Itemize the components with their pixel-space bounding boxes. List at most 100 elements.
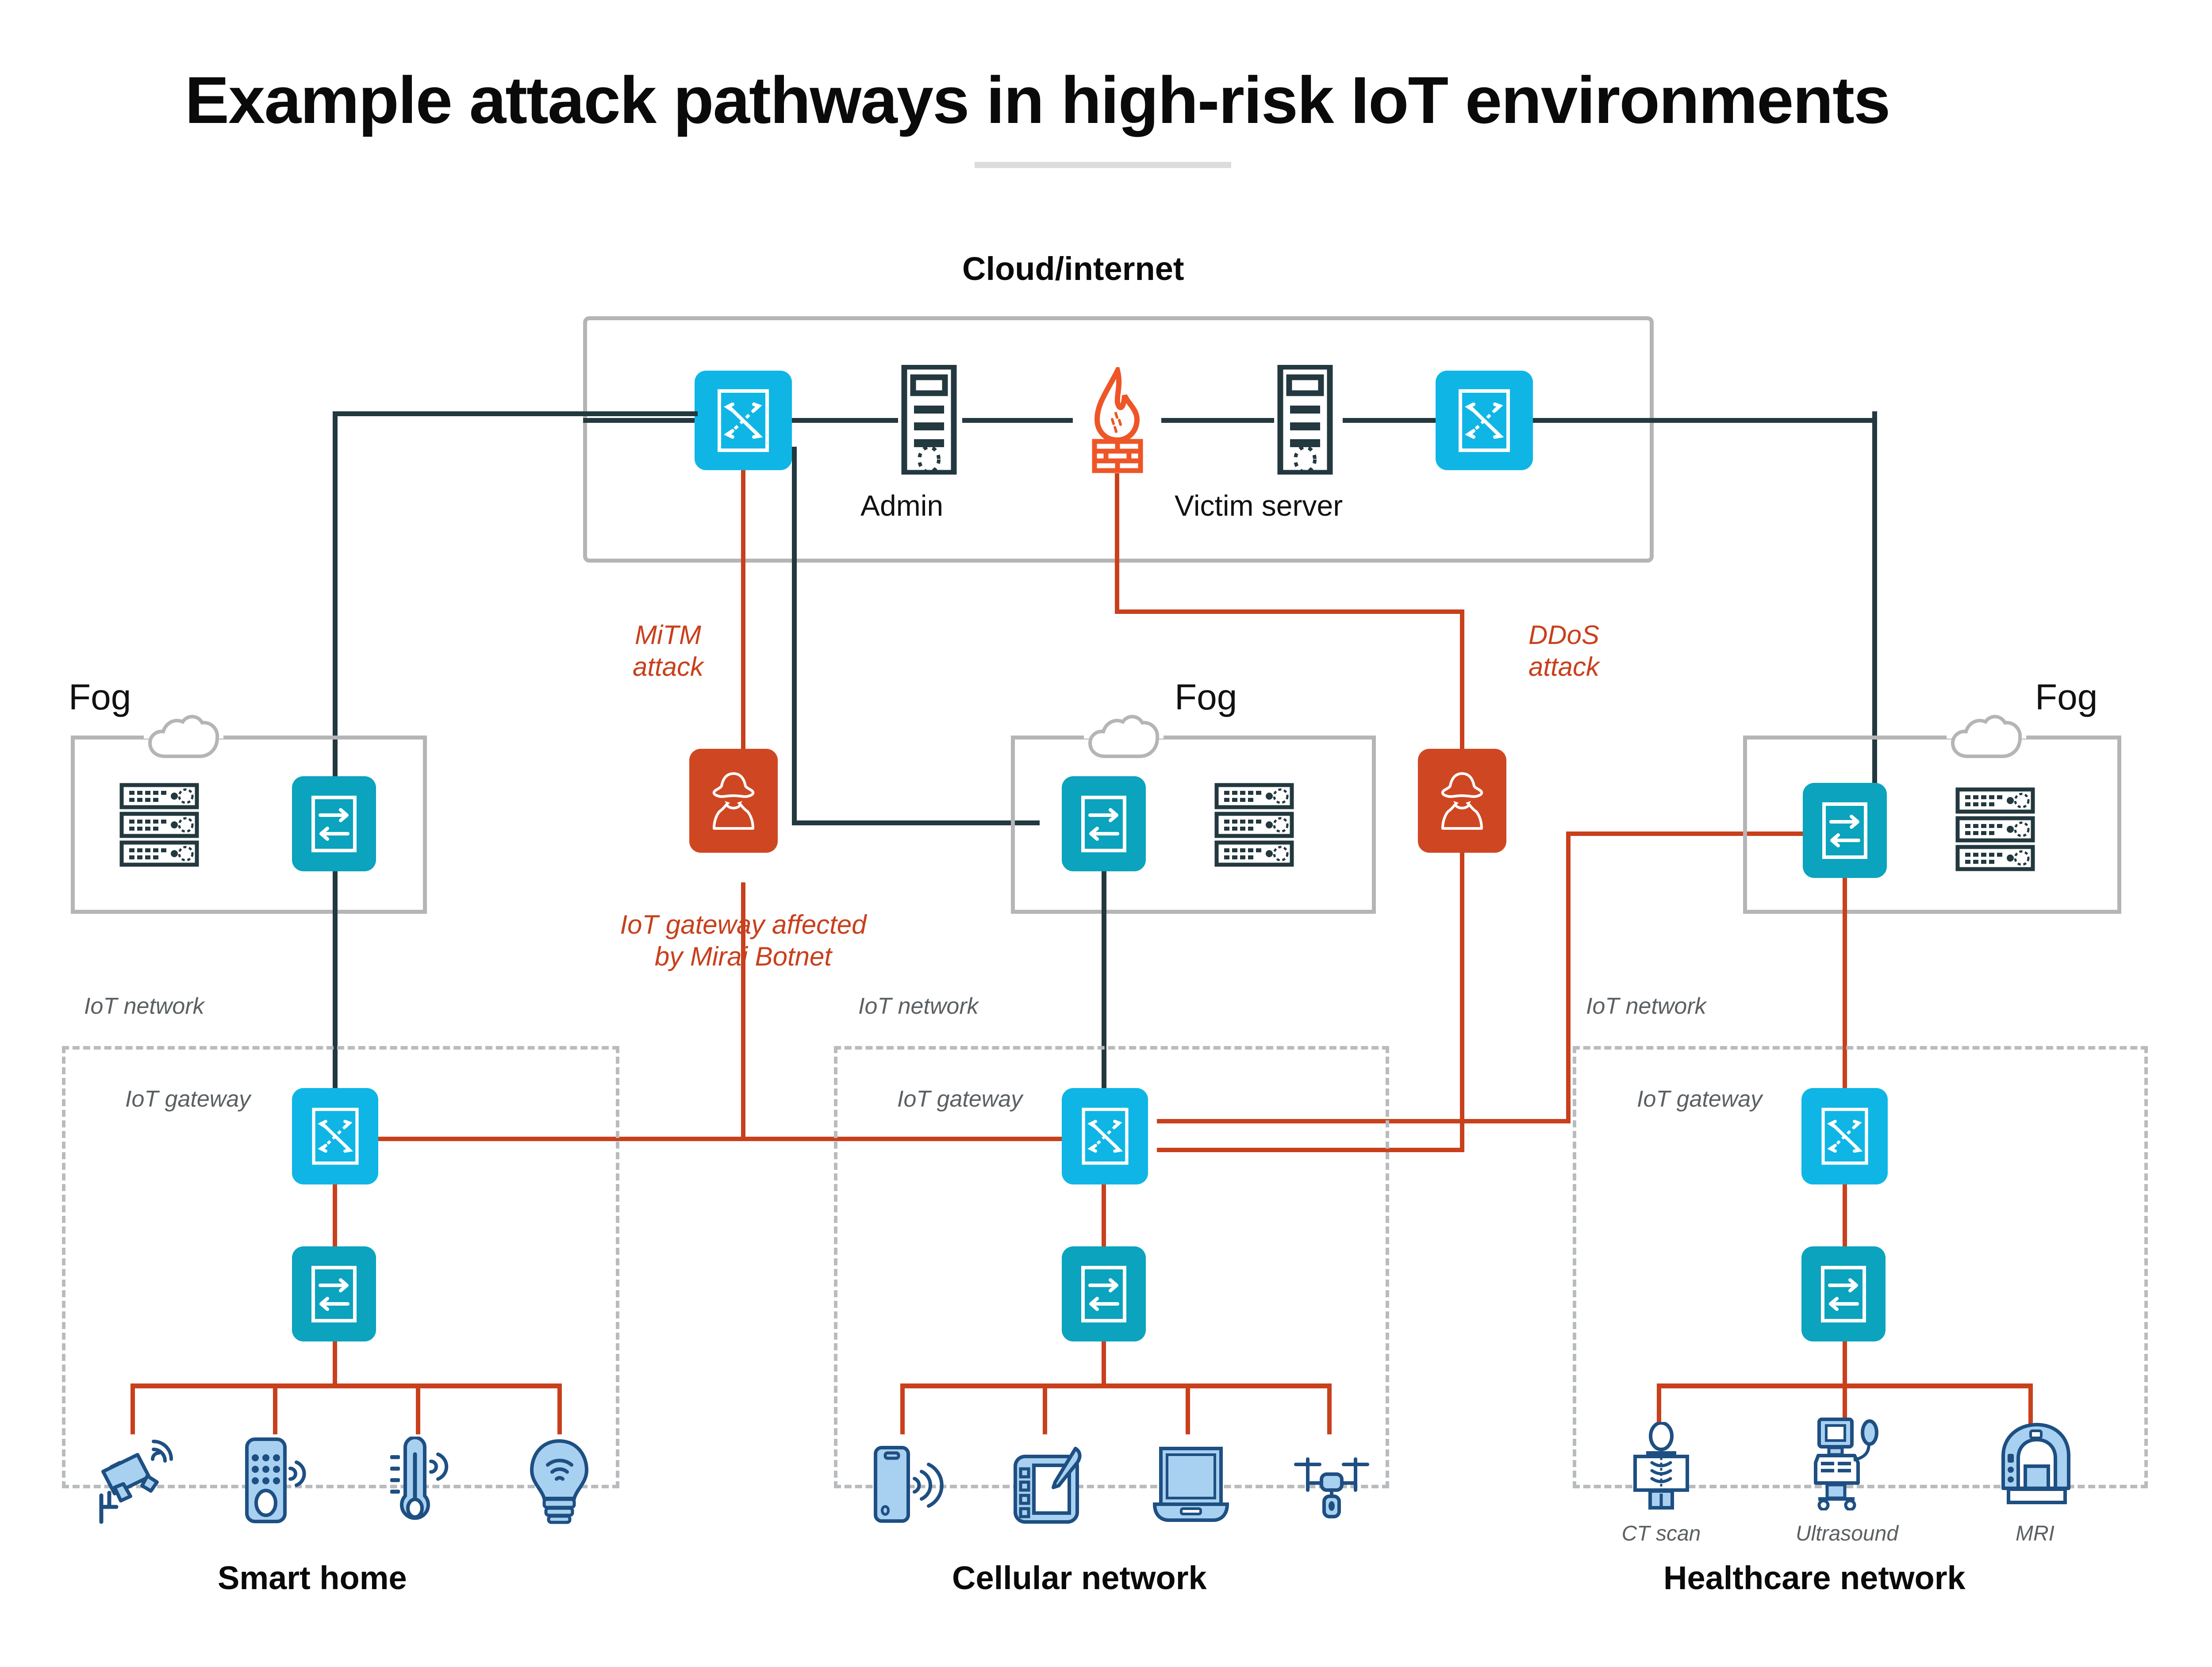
smartphone-icon [874,1446,944,1523]
iot-boundary-healthcare [1573,1046,2148,1488]
mitm-line2: attack [632,652,704,682]
device-drone[interactable] [1290,1453,1374,1524]
fog-cloud-icon-healthcare [1947,715,2026,758]
ultrasound-icon [1814,1418,1878,1511]
firewall-flame-icon [1092,363,1143,473]
link-fog-to-gateway-cell [1102,871,1106,1090]
iot-gateway-cellular[interactable] [1062,1088,1148,1184]
server-rack-icon [119,783,199,867]
fog-title-smart-home: Fog [69,677,131,717]
cloud-firewall[interactable] [1075,363,1159,473]
footer-cellular: Cellular network [952,1560,1207,1596]
cloud-admin-server[interactable] [898,364,960,476]
mitm-line1: MiTM [635,620,701,650]
mirai-to-gateways [359,1137,1063,1141]
ddos-horizontal [1115,609,1464,614]
branch-sh-1 [131,1383,135,1434]
mitm-attacker[interactable] [689,749,778,853]
server-tower-icon [1277,364,1333,476]
device-smart-remote[interactable] [239,1437,314,1525]
router-icon [718,389,769,452]
link-gateway-to-switch-hc [1843,1184,1847,1246]
bus-drop-cell [1102,1341,1106,1386]
victim-server-label: Victim server [1175,489,1343,522]
mri-icon [2001,1423,2070,1504]
link-fog-to-gateway-hc [1843,878,1847,1090]
ddos-attack-label: DDoS attack [1509,619,1619,683]
fog-switch-smart-home[interactable] [292,776,376,871]
server-rack-icon [1214,783,1294,867]
server-rack-icon [1955,787,2035,871]
device-tablet-stylus[interactable] [1011,1444,1091,1524]
fog-cloud-icon-smart-home [144,715,223,758]
switch-icon [1821,1265,1866,1322]
cloud-section-title: Cloud/internet [962,250,1184,287]
device-smart-bulb[interactable] [522,1437,597,1525]
iot-switch-healthcare[interactable] [1801,1246,1886,1341]
iot-switch-smart-home[interactable] [292,1246,376,1341]
iot-network-label-cellular: IoT network [858,993,979,1019]
fog-servers-smart-home [119,783,199,867]
branch-cell-2 [1043,1383,1047,1434]
laptop-icon [1152,1447,1229,1522]
device-mri[interactable] [1995,1422,2075,1510]
switch-icon [1081,1265,1126,1322]
cctv-camera-icon [99,1440,173,1524]
device-bus-sh [131,1383,562,1388]
page-title: Example attack pathways in high-risk IoT… [185,63,1890,137]
fog-switch-cellular[interactable] [1062,776,1146,871]
fog-switch-healthcare[interactable] [1803,783,1887,878]
device-security-camera[interactable] [95,1440,175,1524]
cloud-link-firewall-victim [1161,418,1274,423]
ddos-firewall-drop [1115,473,1119,611]
label-mri: MRI [2016,1522,2055,1545]
attacker-spy-icon [712,772,755,830]
device-ultrasound[interactable] [1809,1418,1889,1511]
mirai-line1: IoT gateway affected [620,910,867,939]
link-admin-to-cellfog [792,820,1040,825]
branch-sh-3 [416,1383,420,1434]
cloud-victim-server[interactable] [1274,364,1336,476]
link-left-vertical [333,411,338,827]
branch-hc-2 [1843,1383,1847,1426]
iot-switch-cellular[interactable] [1062,1246,1146,1341]
device-smartphone[interactable] [869,1444,945,1524]
cloud-router-right[interactable] [1436,371,1533,470]
footer-healthcare: Healthcare network [1663,1560,1966,1596]
device-laptop[interactable] [1150,1444,1232,1524]
mirai-annotation: IoT gateway affected by Mirai Botnet [544,909,942,973]
iot-gateway-healthcare[interactable] [1801,1088,1888,1184]
fog-boundary-cellular [1011,736,1376,914]
ddos-attacker[interactable] [1418,749,1506,853]
fog-servers-healthcare [1955,787,2035,871]
ddos-line1: DDoS [1528,620,1600,650]
cloud-router-left[interactable] [695,371,792,470]
lightbulb-icon [530,1439,589,1524]
device-smart-thermostat[interactable] [380,1436,456,1525]
cloud-backbone-line [583,418,696,423]
iot-boundary-smart-home [62,1046,619,1488]
ddos-attacker-drop [1460,843,1464,1152]
server-tower-icon [901,364,957,476]
admin-label: Admin [860,489,944,522]
ddos-line2: attack [1528,652,1600,682]
mirai-drop-line [741,882,745,1139]
footer-smart-home: Smart home [218,1560,407,1596]
branch-cell-4 [1327,1383,1332,1434]
fog-boundary-healthcare [1743,736,2121,914]
bus-drop-sh [333,1341,337,1386]
fog-cloud-icon-cellular [1084,715,1164,758]
drone-icon [1294,1457,1369,1518]
label-ct-scan: CT scan [1621,1522,1701,1545]
device-ct-scan[interactable] [1624,1421,1699,1510]
switch-icon [311,795,357,852]
ct-scan-icon [1633,1421,1689,1510]
iot-gateway-label-cellular: IoT gateway [897,1086,1023,1112]
fog-title-healthcare: Fog [2035,677,2098,717]
branch-hc-1 [1657,1383,1661,1426]
link-admin-drop [792,447,797,820]
iot-gateway-smart-home[interactable] [292,1088,378,1184]
iot-boundary-cellular [834,1046,1389,1488]
cell-gateway-to-hc [1157,1119,1571,1123]
title-divider [975,162,1231,168]
